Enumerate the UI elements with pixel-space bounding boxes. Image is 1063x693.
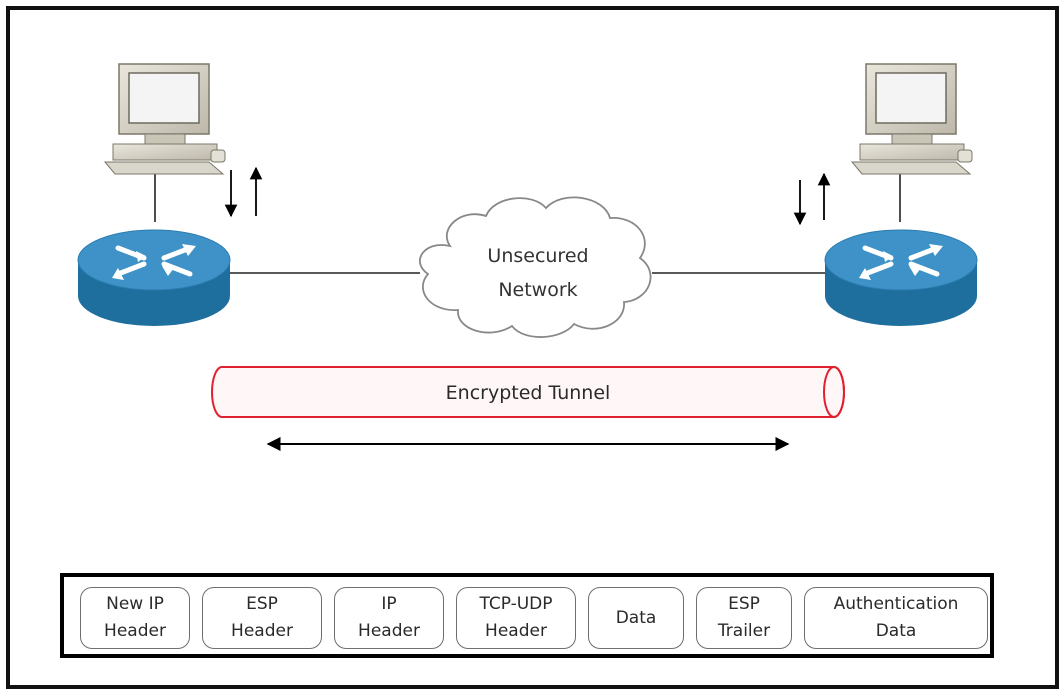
packet-field-ip-header: IP Header xyxy=(334,587,444,649)
encrypted-tunnel: Encrypted Tunnel xyxy=(211,366,845,418)
packet-field-authentication-data: Authentication Data xyxy=(804,587,988,649)
packet-field-esp-header: ESP Header xyxy=(202,587,322,649)
cloud-icon: Unsecured Network xyxy=(419,196,652,338)
packet-field-tcp-udp-header: TCP-UDP Header xyxy=(456,587,576,649)
cloud-label-line-2: Network xyxy=(498,279,577,301)
cloud-label-line-1: Unsecured xyxy=(487,245,588,267)
router-icon xyxy=(77,229,231,326)
packet-field-new-ip-header: New IP Header xyxy=(80,587,190,649)
packet-field-esp-trailer: ESP Trailer xyxy=(696,587,792,649)
bidirectional-vertical-arrows-right xyxy=(793,172,831,226)
packet-field-data: Data xyxy=(588,587,684,649)
esp-packet-structure: New IP Header ESP Header IP Header TCP-U… xyxy=(60,573,994,658)
desktop-computer-icon xyxy=(850,63,973,175)
tunnel-label: Encrypted Tunnel xyxy=(446,382,611,404)
router-icon xyxy=(824,229,978,326)
desktop-computer-icon xyxy=(103,63,226,175)
bidirectional-vertical-arrows-left xyxy=(224,166,263,218)
